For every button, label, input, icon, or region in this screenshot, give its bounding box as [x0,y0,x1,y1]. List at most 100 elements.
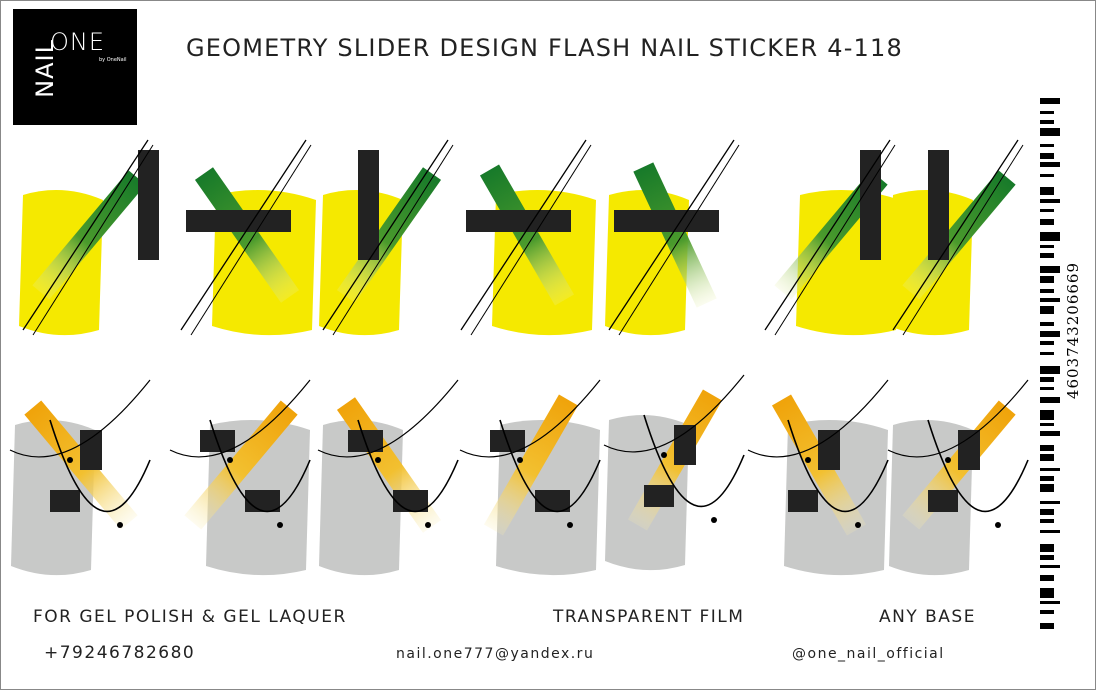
barcode-bar [1040,454,1054,461]
barcode-bar [1040,475,1054,481]
top-line2-3 [470,144,592,336]
top-line2-5 [774,144,896,336]
barcode-bar [1040,622,1054,630]
contact-email: nail.one777@yandex.ru [396,646,595,662]
barcode-bar [1040,98,1060,105]
bottom-dot2-6 [995,522,1001,528]
top-line2-1 [190,144,312,336]
barcode-bar [1040,208,1054,212]
bottom-curve2-0 [49,419,151,513]
barcode-bar [1040,396,1060,404]
bottom-dot-3 [517,457,523,463]
bottom-dot2-3 [567,522,573,528]
barcode-bar [1040,500,1060,504]
bottom-black-block2-2 [393,490,428,512]
bottom-black-block2-6 [928,490,958,512]
top-gradient-stripe-4 [633,162,717,308]
bottom-black-block2-0 [50,490,80,512]
feature-gel: FOR GEL POLISH & GEL LAQUER [33,607,347,627]
bottom-curve-6 [887,379,1029,458]
barcode-bar [1040,266,1060,273]
bottom-gradient-stripe-3 [483,394,579,536]
barcode-bar [1040,289,1054,293]
barcode-bar [1040,410,1054,420]
top-gradient-stripe-1 [194,167,300,303]
brand-logo: ONE by OneNail NAIL [13,9,137,125]
barcode-bar [1040,565,1060,569]
bottom-black-block2-4 [644,485,674,507]
top-line-0 [22,139,149,331]
barcode-bar [1040,276,1054,283]
barcode-bar [1040,340,1054,346]
top-gradient-stripe-6 [902,170,1016,300]
bottom-curve2-3 [499,419,601,513]
barcode-bar [1040,444,1054,451]
barcode-bar [1040,508,1054,516]
top-black-bar-4 [614,210,719,232]
barcode-bar [1040,231,1060,242]
barcode-bar [1040,530,1060,534]
top-line-5 [764,139,891,331]
logo-by: by OneNail [99,57,127,63]
barcode-bar [1040,244,1054,248]
top-line2-4 [618,144,740,336]
barcode [1040,98,1060,633]
barcode-bar [1040,111,1054,115]
bottom-curve-4 [603,374,745,453]
top-line-2 [322,139,449,331]
bottom-black-block2-5 [788,490,818,512]
barcode-bar [1040,305,1054,314]
top-line-4 [608,139,735,331]
bottom-dot-0 [67,457,73,463]
feature-base: ANY BASE [879,607,976,627]
top-line2-0 [32,144,154,336]
bottom-curve-1 [169,379,311,458]
barcode-bar [1040,187,1054,196]
bottom-curve2-6 [927,419,1029,513]
bottom-gradient-stripe-1 [184,400,298,530]
bottom-curve-5 [747,379,889,458]
bottom-curve2-1 [209,419,311,513]
barcode-bar [1040,588,1054,598]
bottom-dot2-1 [277,522,283,528]
bottom-dot2-2 [425,522,431,528]
barcode-bar [1040,253,1054,258]
logo-text-one: ONE [50,28,106,56]
bottom-curve2-5 [787,419,889,513]
bottom-black-block2-1 [245,490,280,512]
top-line2-2 [332,144,454,336]
top-black-bar-0 [138,150,159,260]
barcode-bar [1040,467,1060,471]
top-gradient-stripe-5 [774,170,888,300]
bottom-dot-5 [805,457,811,463]
barcode-bar [1040,127,1060,136]
top-line-3 [460,139,587,331]
bottom-curve-2 [317,379,459,458]
feature-film: TRANSPARENT FILM [553,607,745,627]
top-line-1 [180,139,307,331]
bottom-black-block-6 [958,430,980,470]
top-black-bar-1 [186,210,291,232]
barcode-bar [1040,609,1054,615]
top-gradient-stripe-3 [479,164,575,306]
top-line-6 [892,139,1019,331]
top-gradient-stripe-0 [32,170,146,300]
barcode-bar [1040,543,1054,552]
barcode-bar [1040,484,1054,493]
bottom-curve2-4 [643,414,745,508]
bottom-dot-6 [945,457,951,463]
bottom-dot2-4 [711,517,717,523]
barcode-bar [1040,601,1060,605]
product-title: GEOMETRY SLIDER DESIGN FLASH NAIL STICKE… [186,34,903,62]
barcode-bar [1040,218,1054,225]
contact-phone: +79246782680 [44,643,196,663]
bottom-dot-2 [375,457,381,463]
barcode-bar [1040,365,1060,374]
barcode-bar [1040,376,1054,382]
barcode-bar [1040,173,1054,178]
top-black-bar-6 [928,150,949,260]
bottom-curve-3 [459,379,601,458]
barcode-bar [1040,555,1054,560]
top-black-bar-2 [358,150,379,260]
